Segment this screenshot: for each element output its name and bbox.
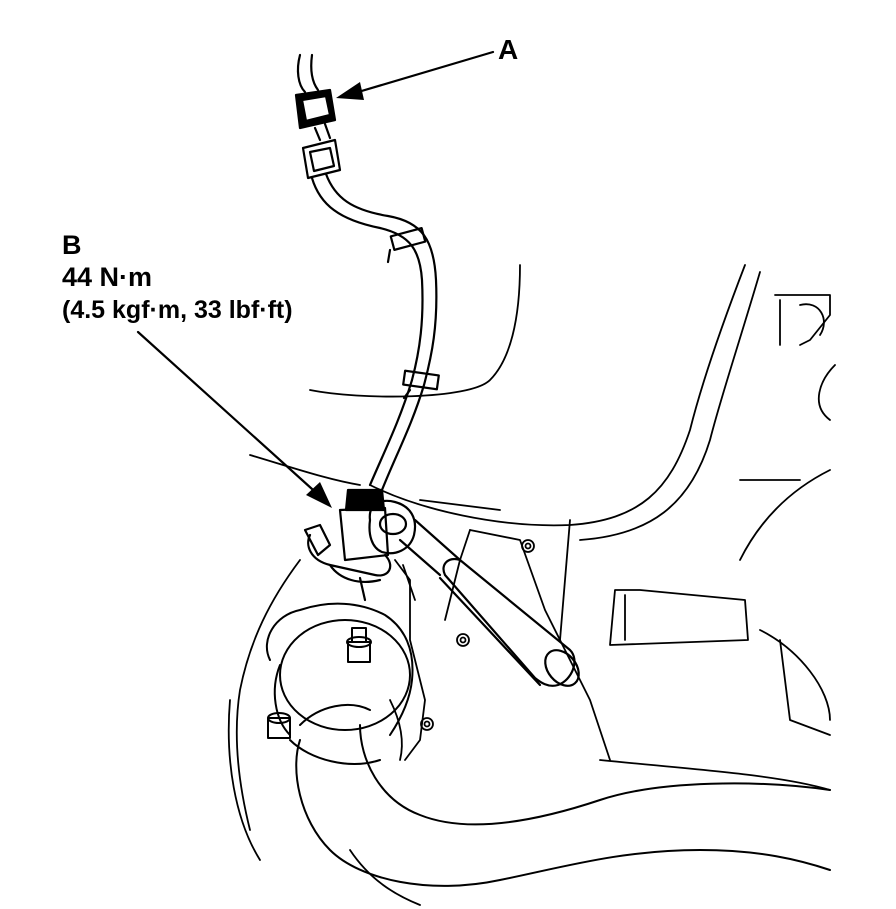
callout-a-label: A xyxy=(498,34,519,65)
torque-spec-alt-units: (4.5 kgf·m, 33 lbf·ft) xyxy=(62,296,293,324)
leader-b xyxy=(136,330,332,508)
connector-a xyxy=(294,53,342,180)
leader-a xyxy=(336,50,495,100)
exhaust-pipe xyxy=(265,602,831,887)
socket-wrench xyxy=(368,499,580,687)
engine-background xyxy=(227,264,836,906)
sensor-harness xyxy=(310,172,440,492)
sensor-body xyxy=(303,488,392,602)
callout-b-label: B xyxy=(62,230,82,260)
torque-spec-nm: 44 N·m xyxy=(62,262,153,292)
